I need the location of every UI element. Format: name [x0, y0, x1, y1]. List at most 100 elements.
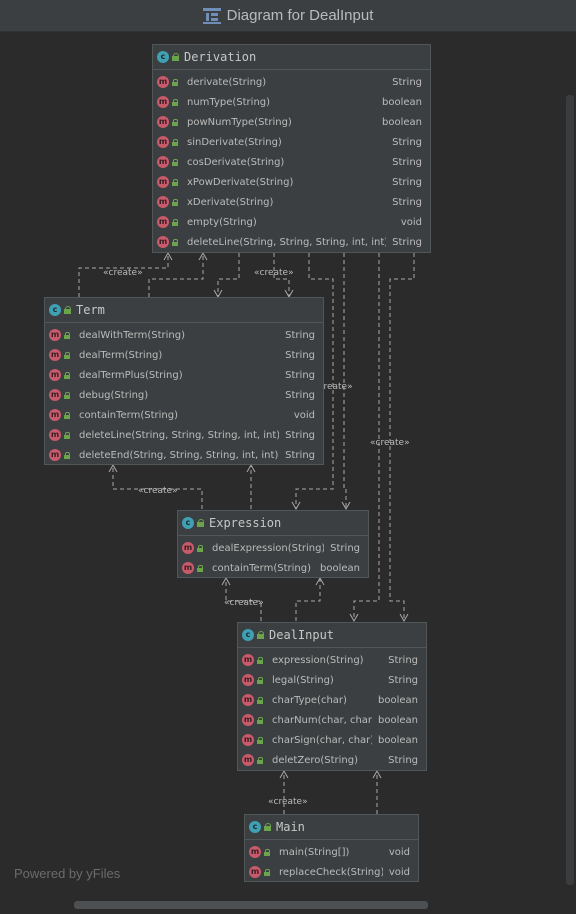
- lock-icon: [197, 519, 204, 527]
- method-name: dealTerm(String): [79, 349, 163, 361]
- return-type: String: [392, 236, 422, 248]
- lock-icon: [172, 198, 178, 206]
- edge-label: «create»: [138, 486, 178, 496]
- class-header[interactable]: c Term: [45, 298, 323, 323]
- edge-dealinput-expression-create: [225, 578, 262, 621]
- diagram-canvas[interactable]: «create» «create» «create» «create» «cre…: [0, 31, 576, 914]
- class-name: Derivation: [184, 50, 257, 64]
- method-icon: m: [182, 542, 194, 554]
- class-header[interactable]: c DealInput: [238, 623, 426, 648]
- edge-derivation-term: [217, 253, 240, 297]
- return-type: String: [330, 542, 360, 554]
- edge-term-derivation-create: [78, 253, 169, 297]
- horizontal-scrollbar[interactable]: [74, 901, 428, 909]
- vertical-scrollbar[interactable]: [566, 95, 574, 885]
- edge-label: «create»: [224, 598, 264, 608]
- lock-icon: [257, 676, 263, 684]
- lock-icon: [197, 544, 203, 552]
- method-name: deleteLine(String, String, String, int, …: [79, 429, 280, 441]
- method-row[interactable]: m dealTerm(String) String: [45, 345, 323, 365]
- arrowhead: [291, 501, 301, 511]
- return-type: boolean: [320, 562, 360, 574]
- method-icon: m: [49, 389, 61, 401]
- edge-derivation-term-create: [273, 253, 290, 297]
- method-icon: m: [157, 176, 169, 188]
- return-type: String: [392, 156, 422, 168]
- class-icon: c: [242, 629, 254, 641]
- method-name: containTerm(String): [212, 562, 312, 574]
- method-icon: m: [49, 329, 61, 341]
- lock-icon: [172, 218, 178, 226]
- method-name: expression(String): [272, 654, 364, 666]
- return-type: String: [388, 654, 418, 666]
- class-icon: c: [249, 821, 261, 833]
- method-icon: m: [157, 136, 169, 148]
- return-type: String: [285, 429, 315, 441]
- method-row[interactable]: m charNum(char, char) boolean: [238, 710, 426, 730]
- method-name: deletZero(String): [272, 754, 359, 766]
- edge-dealinput-expression: [295, 578, 321, 621]
- class-header[interactable]: c Expression: [178, 511, 368, 536]
- method-icon: m: [157, 76, 169, 88]
- method-icon: m: [249, 866, 261, 878]
- lock-icon: [264, 848, 270, 856]
- class-header[interactable]: c Main: [245, 815, 418, 840]
- method-name: dealTermPlus(String): [79, 369, 183, 381]
- lock-icon: [64, 306, 71, 314]
- arrowhead: [246, 463, 256, 473]
- return-type: void: [400, 216, 422, 228]
- lock-icon: [64, 371, 70, 379]
- class-expression[interactable]: c Expression m dealExpression(String) Stri…: [177, 510, 369, 578]
- method-icon: m: [242, 714, 254, 726]
- return-type: String: [388, 754, 418, 766]
- method-icon: m: [49, 349, 61, 361]
- class-header[interactable]: c Derivation: [153, 45, 430, 70]
- method-name: numType(String): [187, 96, 271, 108]
- edge-label: «create»: [268, 797, 308, 807]
- return-type: boolean: [378, 714, 418, 726]
- method-icon: m: [242, 734, 254, 746]
- class-name: Term: [76, 303, 105, 317]
- method-name: main(String[]): [279, 846, 350, 858]
- method-icon: m: [157, 156, 169, 168]
- lock-icon: [257, 656, 263, 664]
- window-title: Diagram for DealInput: [226, 7, 374, 24]
- arrowhead: [221, 576, 231, 586]
- class-name: Main: [276, 820, 305, 834]
- method-name: dealExpression(String): [212, 542, 325, 554]
- method-row[interactable]: m dealExpression(String) String: [178, 538, 368, 558]
- lock-icon: [172, 138, 178, 146]
- lock-icon: [264, 868, 270, 876]
- method-name: charNum(char, char): [272, 714, 373, 726]
- return-type: String: [285, 349, 315, 361]
- lock-icon: [257, 631, 264, 639]
